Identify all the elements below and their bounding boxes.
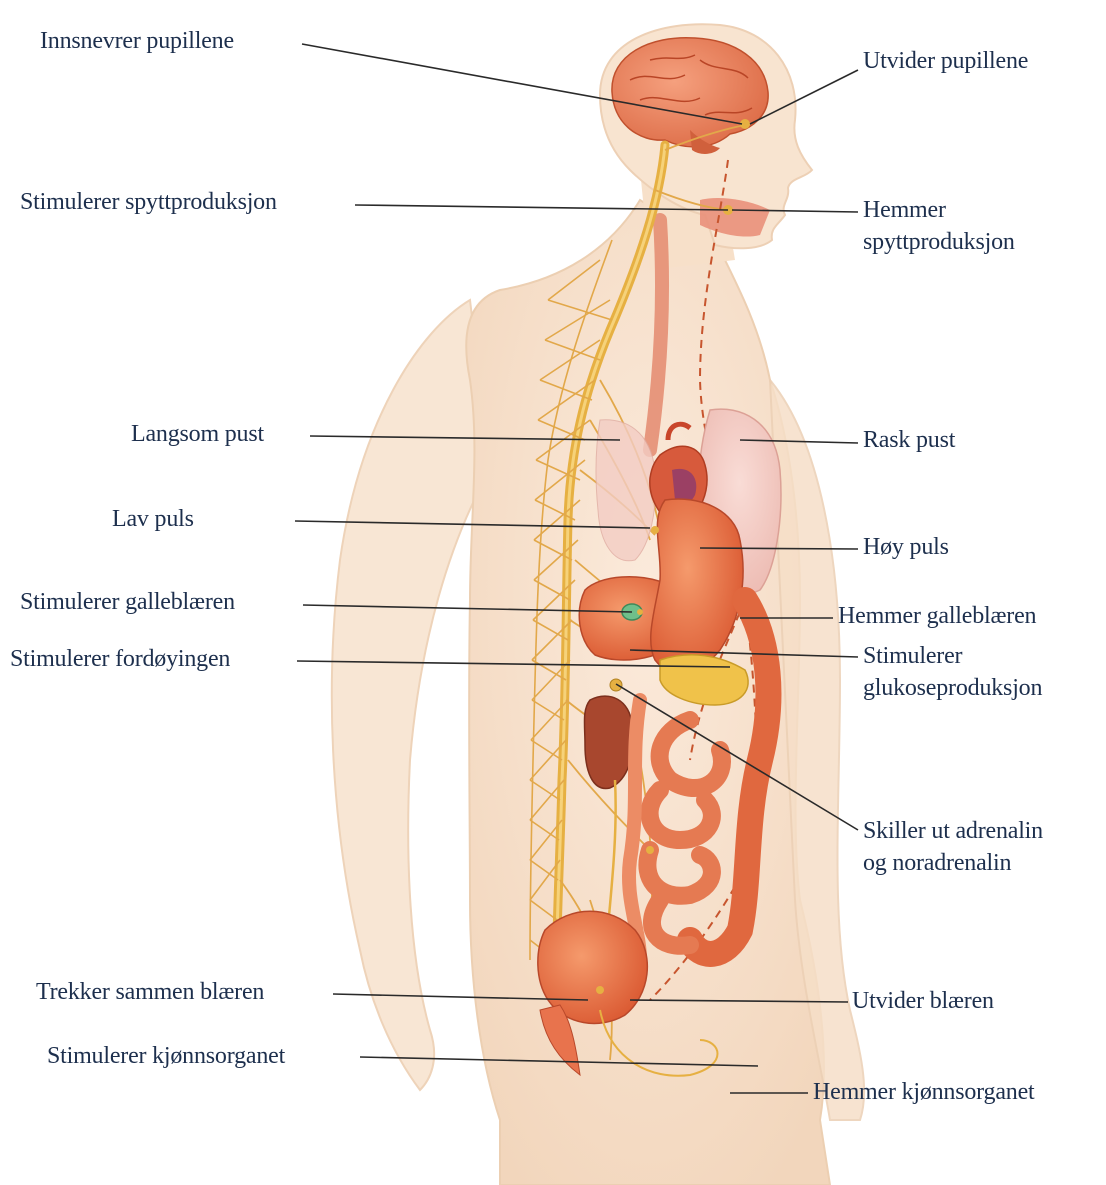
adrenal-gland-icon: [610, 679, 622, 691]
label-hemmer-galleblaeren: Hemmer galleblæren: [838, 600, 1036, 632]
label-hemmer-spyttproduksjon: Hemmer spyttproduksjon: [863, 194, 1015, 258]
label-stimulerer-galleblaeren: Stimulerer galleblæren: [20, 586, 235, 618]
label-trekker-sammen-blaeren: Trekker sammen blæren: [36, 976, 264, 1008]
label-glukose-line2: glukoseproduksjon: [863, 672, 1042, 704]
label-innsnevrer-pupillene: Innsnevrer pupillene: [40, 25, 234, 57]
label-utvider-pupillene: Utvider pupillene: [863, 45, 1028, 77]
label-stimulerer-kjonnsorganet: Stimulerer kjønnsorganet: [47, 1040, 285, 1072]
label-stimulerer-glukoseproduksjon: Stimulerer glukoseproduksjon: [863, 640, 1042, 704]
label-utvider-blaeren: Utvider blæren: [852, 985, 994, 1017]
label-stimulerer-spyttproduksjon: Stimulerer spyttproduksjon: [20, 186, 277, 218]
label-adrenalin-line2: og noradrenalin: [863, 847, 1043, 879]
leader-hoy-puls: [700, 548, 858, 549]
label-hoy-puls: Høy puls: [863, 531, 949, 563]
label-hemmer-spytt-line1: Hemmer: [863, 194, 1015, 226]
label-stimulerer-fordoyingen: Stimulerer fordøyingen: [10, 643, 230, 675]
label-langsom-pust: Langsom pust: [131, 418, 264, 450]
label-hemmer-spytt-line2: spyttproduksjon: [863, 226, 1015, 258]
label-adrenalin-line1: Skiller ut adrenalin: [863, 815, 1043, 847]
label-glukose-line1: Stimulerer: [863, 640, 1042, 672]
label-rask-pust: Rask pust: [863, 424, 955, 456]
label-hemmer-kjonnsorganet: Hemmer kjønnsorganet: [813, 1076, 1035, 1108]
arm-back: [332, 300, 490, 1090]
label-lav-puls: Lav puls: [112, 503, 194, 535]
label-adrenalin-noradrenalin: Skiller ut adrenalin og noradrenalin: [863, 815, 1043, 879]
